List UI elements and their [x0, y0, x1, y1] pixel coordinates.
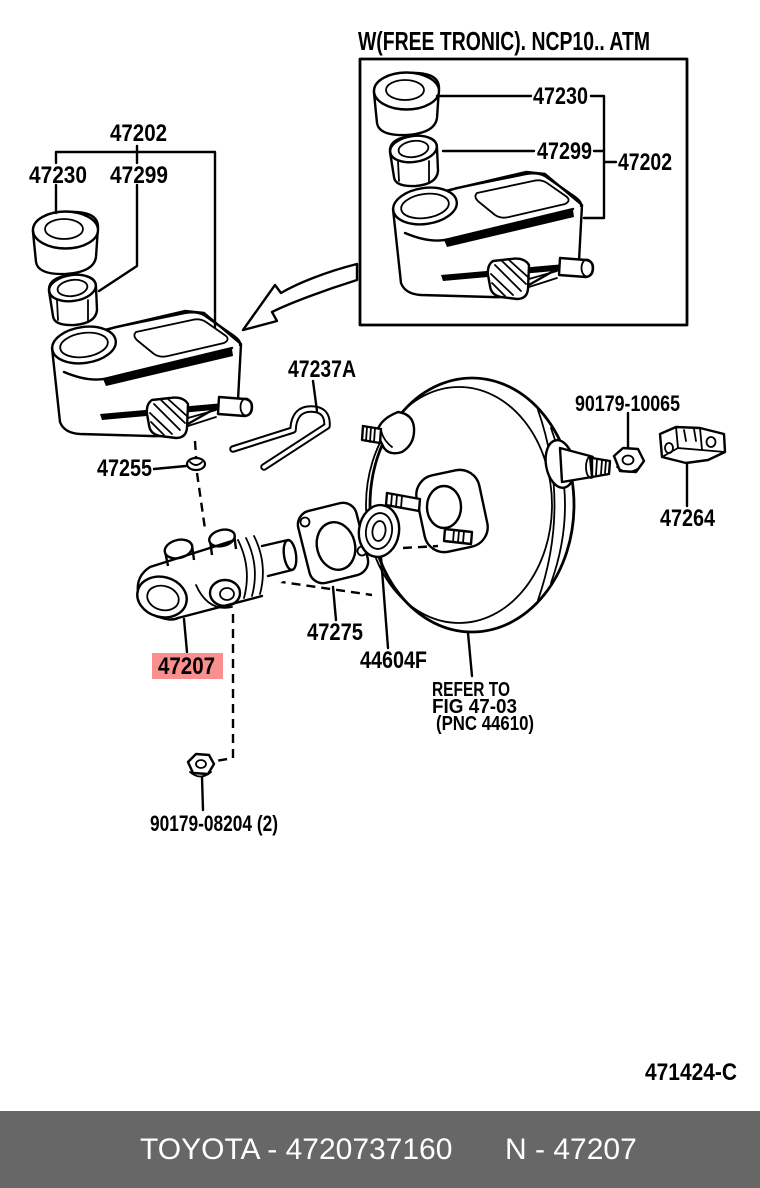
footer-part-number: TOYOTA - 4720737160: [140, 1133, 453, 1166]
footer-pnc: N - 47207: [505, 1133, 637, 1166]
tube-47237a: [229, 405, 331, 471]
label-grommet-47255: 47255: [97, 455, 152, 482]
footer-bar: TOYOTA - 4720737160 N - 47207: [0, 1111, 760, 1188]
leader-47207: [182, 617, 189, 654]
inset-label-47202: 47202: [618, 149, 672, 176]
label-refer-line3: (PNC 44610): [436, 713, 534, 735]
inset-variant-box: W(FREE TRONIC). NCP10.. ATM 47230 47299 …: [358, 26, 689, 327]
highlight-box-47207: [152, 653, 223, 679]
label-bracket-47264: 47264: [660, 505, 716, 532]
seal-44604f: [357, 503, 401, 559]
booster-art: [360, 376, 612, 634]
dashed-line-grommet: [193, 440, 207, 530]
reservoir-assembly: [31, 210, 254, 440]
leader-44604f: [379, 555, 390, 650]
leader-90179-08204: [200, 775, 205, 812]
dashed-line-mc-nut: [215, 614, 235, 763]
leader-47275: [331, 585, 338, 622]
label-filter-47299: 47299: [110, 162, 168, 189]
inset-label-47230: 47230: [533, 83, 588, 110]
label-refer-line2: FIG 47-03: [432, 696, 517, 718]
gasket-47275: [296, 501, 370, 585]
dashed-line-seal-window: [402, 544, 439, 550]
variant-arrow: [241, 262, 359, 332]
leader-47237a: [311, 379, 319, 413]
label-assembly-47202: 47202: [110, 120, 167, 147]
leader-47255: [152, 464, 188, 471]
label-tube-47237a: 47237A: [288, 356, 356, 383]
figure-code: 471424-C: [645, 1059, 737, 1086]
main-assembly-bracket: [54, 144, 217, 329]
bracket-47264: [658, 425, 727, 465]
master-cylinder-47207: [136, 528, 298, 622]
nut-90179-10065: [612, 446, 646, 474]
nut-90179-08204: [186, 752, 216, 778]
leader-booster-note: [466, 631, 474, 678]
label-cap-47230: 47230: [29, 162, 87, 189]
grommet-47255: [185, 456, 207, 472]
label-refer-line1: REFER TO: [432, 679, 510, 701]
label-seal-44604f: 44604F: [360, 647, 427, 674]
label-nut-90179-10065: 90179-10065: [575, 391, 680, 416]
inset-label-47299: 47299: [537, 138, 592, 165]
label-nut-90179-08204: 90179-08204 (2): [150, 811, 278, 836]
diagram-canvas: 47202 47230 47299 W(FREE TRONIC). NCP10.…: [29, 26, 737, 1086]
label-gasket-47275: 47275: [307, 619, 363, 646]
inset-title: W(FREE TRONIC). NCP10.. ATM: [358, 26, 650, 56]
label-master-cylinder-47207: 47207: [158, 653, 215, 680]
